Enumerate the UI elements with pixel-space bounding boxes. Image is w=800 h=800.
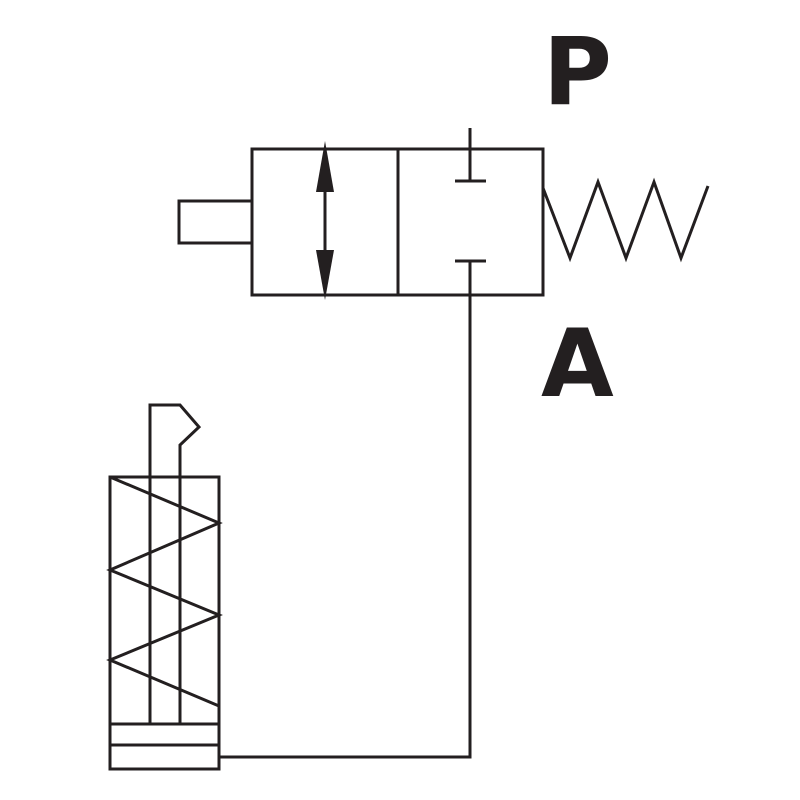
double-arrow-icon xyxy=(316,141,334,300)
directional-valve xyxy=(177,128,710,300)
valve-actuator-stem xyxy=(177,199,252,245)
connection-line xyxy=(219,261,472,759)
piston-rod xyxy=(148,403,202,724)
return-spring-icon xyxy=(541,177,710,263)
cylinder-barrel xyxy=(108,475,221,771)
spring-return-cylinder xyxy=(106,403,223,771)
port-a-label: A xyxy=(541,310,614,419)
cylinder-spring-icon xyxy=(106,475,223,708)
port-p-label: P xyxy=(543,18,612,127)
